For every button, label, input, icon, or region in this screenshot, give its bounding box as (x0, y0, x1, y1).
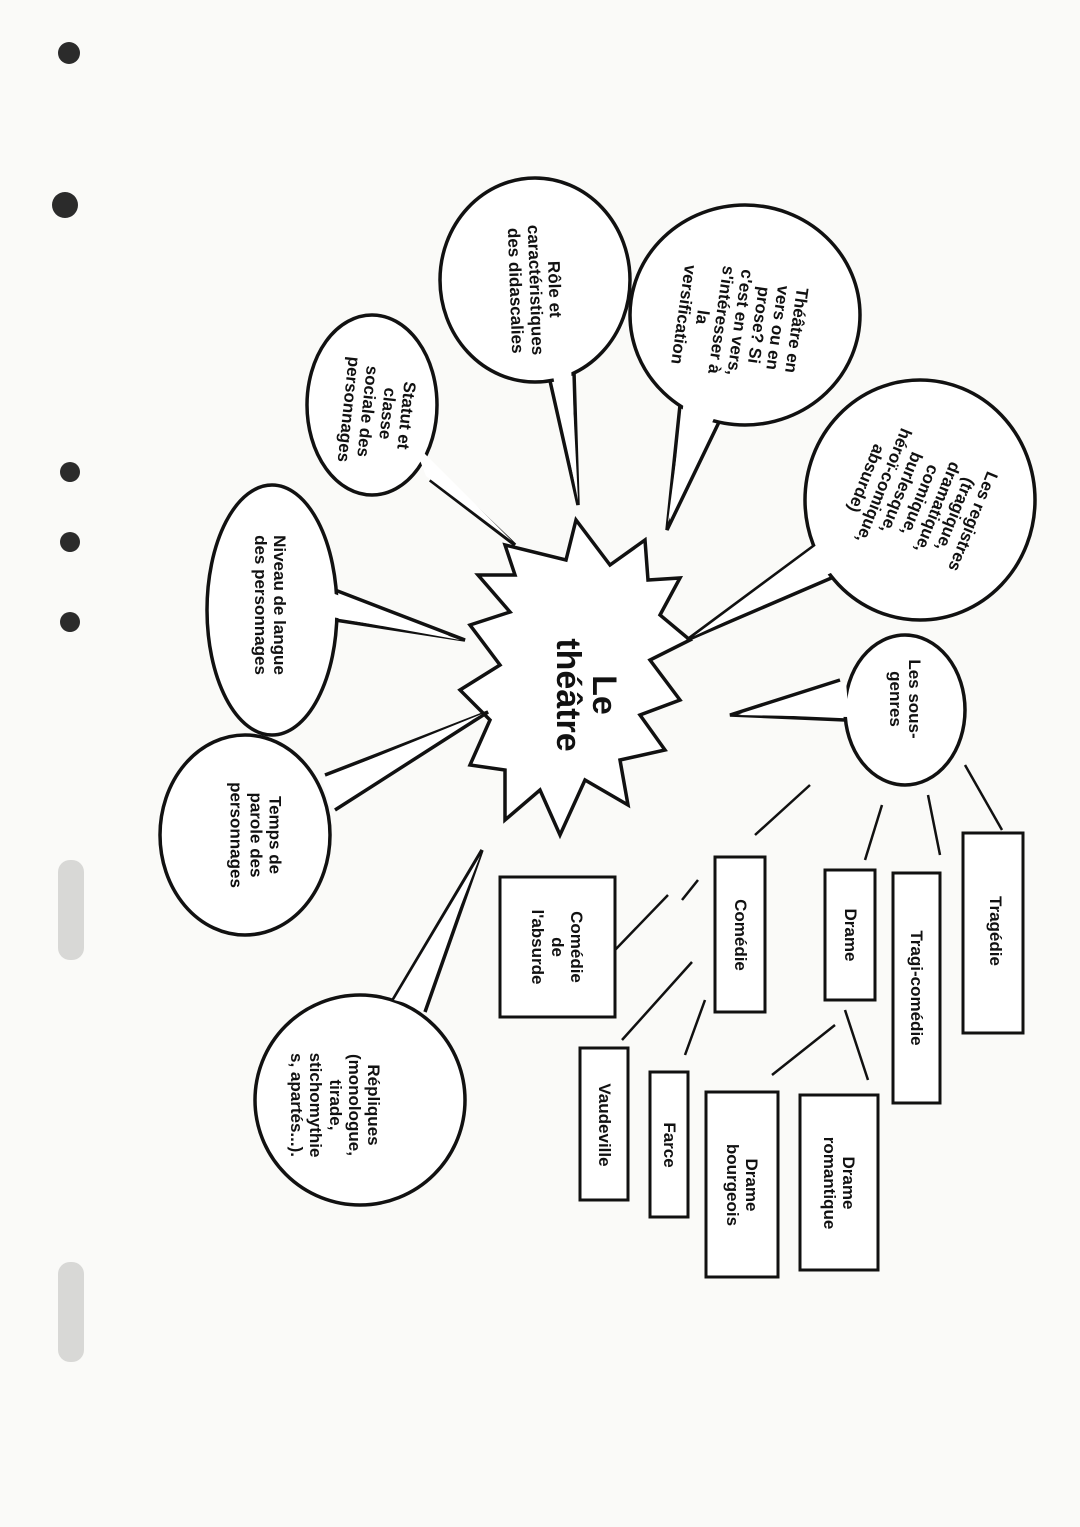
bubble-vers-prose-shape (665, 404, 722, 531)
bubble-niveau-langue-shape (334, 588, 466, 642)
bubble-sous-genres-shape (729, 678, 846, 722)
punch-hole (60, 462, 80, 482)
box-comedie-label: Comédie (730, 899, 750, 971)
bubble-vers-prose-label: Théâtre en vers ou en prose? Si c'est en… (667, 263, 812, 377)
bubble-niveau-langue-label: Niveau de langue des personnages (251, 535, 290, 675)
punch-hole (52, 192, 78, 218)
box-comedie-absurde-label: Comédie de l'absurde (528, 909, 586, 985)
bubble-role-didascalies-shape (546, 371, 580, 506)
punch-hole (60, 532, 80, 552)
box-tragi-comedie-label: Tragi-comédie (906, 930, 926, 1046)
punch-hole (58, 42, 80, 64)
bubble-sous-genres-label: Les sous- genres (886, 659, 925, 739)
bubble-statut-classe-label: Statut et classe sociale des personnages (334, 355, 419, 464)
bubble-temps-parole-label: Temps de parole des personnages (226, 782, 285, 888)
box-tragedie-label: Tragédie (985, 896, 1005, 966)
box-farce-label: Farce (659, 1122, 679, 1168)
box-drame-label: Drame (840, 908, 860, 962)
bubble-temps-parole-shape (324, 710, 489, 812)
bubble-role-didascalies-label: Rôle et caractéristiques des didascalies (504, 224, 565, 356)
punch-hole (58, 1262, 84, 1362)
box-vaudeville-label: Vaudeville (594, 1083, 614, 1167)
bubble-repliques-label: Répliques (monologue, tirade, stichomyth… (287, 1052, 383, 1158)
bubble-repliques-shape (388, 849, 484, 1013)
central-star-label: Le théâtre (549, 638, 623, 752)
connector-lines (614, 764, 1004, 1081)
punch-hole (58, 860, 84, 960)
bubble-registres-label: Les registres (tragique, dramatique, com… (844, 425, 1002, 575)
box-drame-romantique-label: Drame romantique (820, 1136, 859, 1230)
box-drame-bourgeois-label: Drame bourgeois (723, 1143, 762, 1227)
bubble-statut-classe-shape (408, 443, 517, 547)
punch-hole (60, 612, 80, 632)
